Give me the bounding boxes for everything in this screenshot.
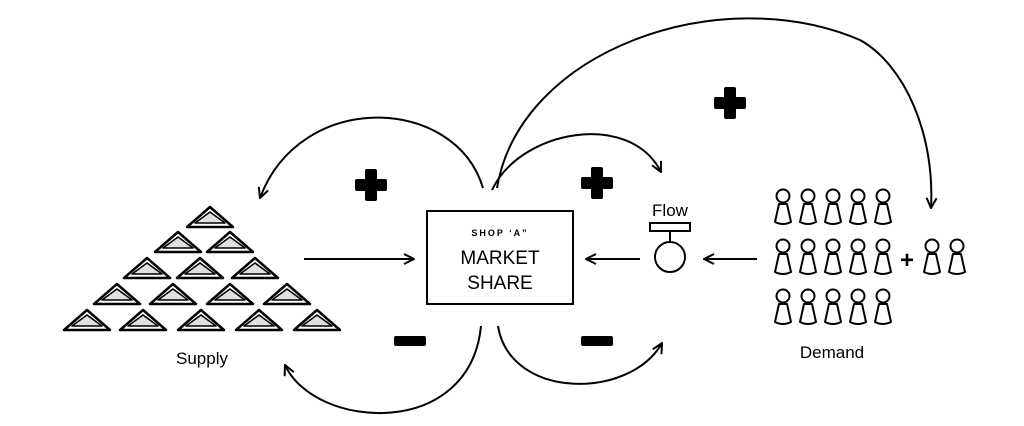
pile-icon: [292, 308, 342, 332]
market-to-flow-negative-arrow: [497, 325, 662, 385]
demand-crowd: [774, 188, 966, 325]
pile-icon: [148, 282, 198, 306]
pile-icon: [205, 230, 255, 254]
share-label: SHARE: [467, 273, 532, 294]
pile-icon: [205, 282, 255, 306]
person-icon: [849, 288, 867, 325]
person-icon: [874, 238, 892, 275]
plus-icon: [714, 87, 746, 119]
person-icon: [948, 238, 966, 275]
person-icon: [824, 188, 842, 225]
person-icon: [799, 238, 817, 275]
person-icon: [849, 238, 867, 275]
person-icon: [774, 288, 792, 325]
person-icon: [874, 188, 892, 225]
shop-a-label: SHOP ‘A”: [471, 228, 528, 238]
flow-valve-icon: [649, 222, 691, 273]
person-icon: [923, 238, 941, 275]
pile-icon: [92, 282, 142, 306]
pile-icon: [176, 308, 226, 332]
plus-icon: [581, 167, 613, 199]
person-icon: [799, 288, 817, 325]
person-icon: [874, 288, 892, 325]
flow-label: Flow: [652, 201, 689, 220]
supply-label: Supply: [176, 349, 228, 368]
market-to-demand-positive-arrow: [496, 17, 931, 208]
market-label: MARKET: [460, 248, 540, 269]
person-icon: [774, 238, 792, 275]
market-to-supply-positive-arrow: [260, 116, 484, 198]
pile-icon: [62, 308, 112, 332]
market-to-flow-positive-arrow: [491, 133, 661, 191]
minus-icon: [581, 336, 613, 346]
pile-icon: [118, 308, 168, 332]
market-share-box: [426, 210, 574, 305]
pile-icon: [185, 205, 235, 229]
pile-icon: [175, 256, 225, 280]
demand-label: Demand: [800, 343, 864, 362]
person-icon: [824, 288, 842, 325]
pile-icon: [122, 256, 172, 280]
supply-pile: [62, 205, 342, 332]
demand-plus-sign: +: [900, 247, 914, 274]
person-icon: [849, 188, 867, 225]
pile-icon: [234, 308, 284, 332]
pile-icon: [262, 282, 312, 306]
minus-icon: [394, 336, 426, 346]
person-icon: [774, 188, 792, 225]
person-icon: [799, 188, 817, 225]
pile-icon: [153, 230, 203, 254]
pile-icon: [230, 256, 280, 280]
market-to-supply-negative-arrow: [285, 325, 482, 415]
plus-icon: [355, 169, 387, 201]
person-icon: [824, 238, 842, 275]
